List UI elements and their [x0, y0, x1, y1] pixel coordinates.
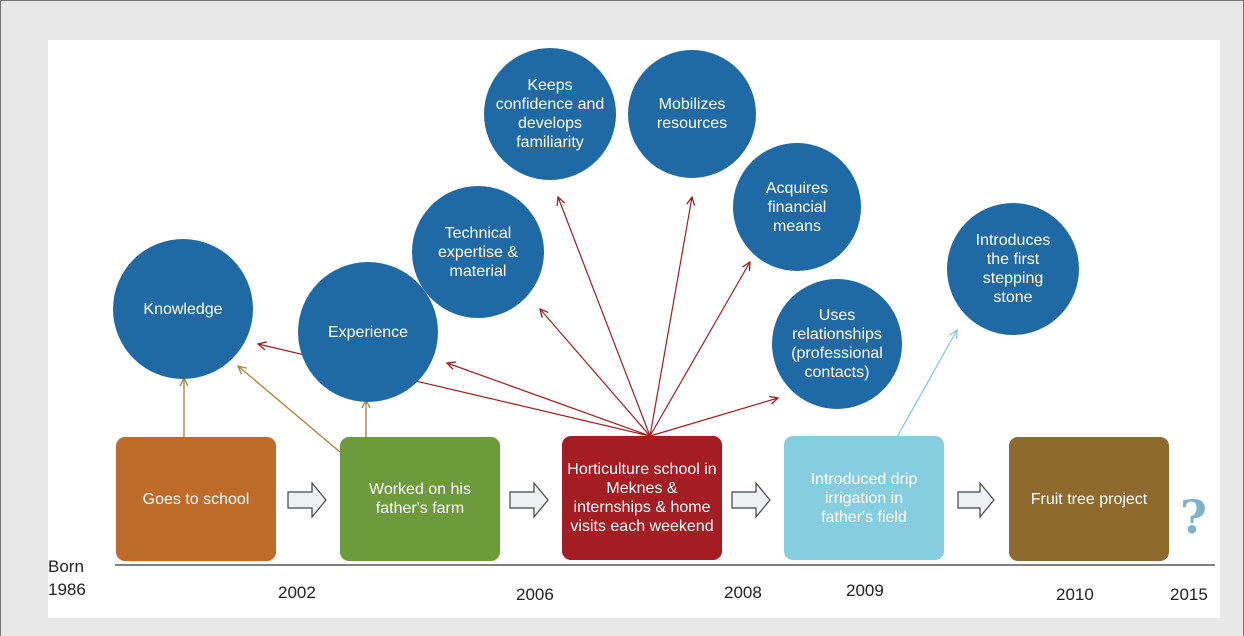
circle-confidence-label: Keeps confidence and develops familiarit… — [495, 77, 605, 151]
arrow-hort-to-relationships — [649, 398, 778, 437]
step-arrow-2 — [509, 481, 549, 519]
arrow-hort-to-experience — [447, 363, 651, 437]
timeline-year-2010: 2010 — [1056, 585, 1094, 604]
arrow-hort-to-technical — [540, 309, 651, 437]
timeline-year-1986: 1986 — [48, 580, 86, 599]
box-horticulture: Horticulture school in Meknes & internsh… — [562, 436, 722, 560]
circle-experience-label: Experience — [327, 323, 409, 341]
box-father-farm-label: Worked on his father's farm — [369, 481, 471, 517]
box-horticulture-label: Horticulture school in Meknes & internsh… — [567, 461, 717, 535]
box-goes-to-school-label: Goes to school — [142, 490, 250, 508]
step-arrow-4 — [957, 481, 995, 519]
step-arrow-1 — [287, 481, 327, 519]
step-arrow-3 — [731, 481, 771, 519]
frame-border-top — [0, 0, 1244, 1]
circle-stepping-label: Introduces the first stepping stone — [975, 232, 1051, 306]
circle-mobilizes-label: Mobilizes resources — [656, 96, 728, 132]
timeline-born-label: Born — [48, 557, 84, 576]
circle-technical-label: Technical expertise & material — [437, 224, 519, 280]
circle-financial: Acquires financial means — [733, 143, 861, 271]
arrow-farm-to-knowledge — [238, 366, 341, 453]
box-drip-irrigation: Introduced drip irrigation in father's f… — [784, 436, 944, 560]
timeline-year-2002: 2002 — [278, 583, 316, 602]
box-fruit-tree: Fruit tree project — [1009, 437, 1169, 561]
arrow-drip-to-stepping — [896, 330, 957, 438]
arrow-hort-to-confidence — [558, 197, 651, 437]
timeline-year-2009: 2009 — [846, 581, 884, 600]
circle-stepping: Introduces the first stepping stone — [947, 203, 1079, 335]
question-mark-icon: ? — [1180, 490, 1207, 544]
circle-mobilizes: Mobilizes resources — [628, 50, 756, 178]
box-fruit-tree-label: Fruit tree project — [1030, 490, 1148, 508]
timeline-year-2008: 2008 — [724, 583, 762, 602]
circle-relationships-label: Uses relationships (professional contact… — [791, 307, 883, 381]
circle-relationships: Uses relationships (professional contact… — [772, 279, 902, 409]
circle-experience: Experience — [298, 262, 438, 402]
timeline-year-2006: 2006 — [516, 585, 554, 604]
arrow-hort-to-mobilizes — [649, 197, 692, 437]
box-father-farm: Worked on his father's farm — [340, 437, 500, 561]
circle-financial-label: Acquires financial means — [765, 179, 829, 235]
box-drip-irrigation-label: Introduced drip irrigation in father's f… — [810, 470, 918, 526]
frame-border-left — [0, 0, 1, 636]
box-goes-to-school: Goes to school — [116, 437, 276, 561]
circle-knowledge: Knowledge — [113, 239, 253, 379]
circle-knowledge-label: Knowledge — [143, 300, 223, 318]
circle-confidence: Keeps confidence and develops familiarit… — [484, 48, 616, 180]
arrow-hort-to-financial — [649, 262, 750, 437]
circle-technical: Technical expertise & material — [412, 186, 544, 318]
timeline-year-2015: 2015 — [1170, 585, 1208, 604]
